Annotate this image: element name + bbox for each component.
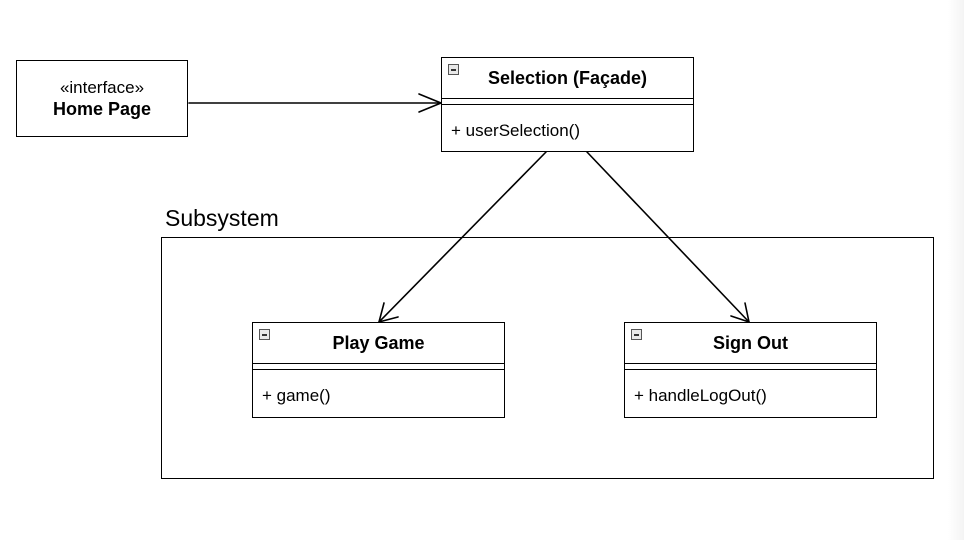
attribute-divider (625, 363, 876, 364)
class-operation: + game() (262, 386, 331, 405)
class-name: Selection (Façade) (487, 68, 648, 88)
interface-stereotype: «interface» (59, 78, 145, 97)
attribute-divider (442, 98, 693, 99)
selection-facade-class[interactable]: Selection (Façade) + userSelection() (441, 57, 694, 152)
home-page-interface[interactable]: «interface» Home Page (16, 60, 188, 137)
class-name: Sign Out (713, 333, 788, 353)
operation-divider (442, 104, 693, 105)
class-name: Play Game (332, 333, 425, 353)
collapse-icon[interactable] (259, 329, 270, 340)
collapse-icon[interactable] (448, 64, 459, 75)
collapse-icon[interactable] (631, 329, 642, 340)
class-operation: + userSelection() (451, 121, 580, 140)
class-operation: + handleLogOut() (634, 386, 767, 405)
operation-divider (253, 369, 504, 370)
operation-divider (625, 369, 876, 370)
subsystem-frame (161, 237, 934, 479)
page-edge-shade (948, 0, 964, 540)
play-game-class[interactable]: Play Game + game() (252, 322, 505, 418)
interface-name: Home Page (52, 99, 152, 119)
sign-out-class[interactable]: Sign Out + handleLogOut() (624, 322, 877, 418)
attribute-divider (253, 363, 504, 364)
subsystem-label: Subsystem (165, 205, 279, 231)
